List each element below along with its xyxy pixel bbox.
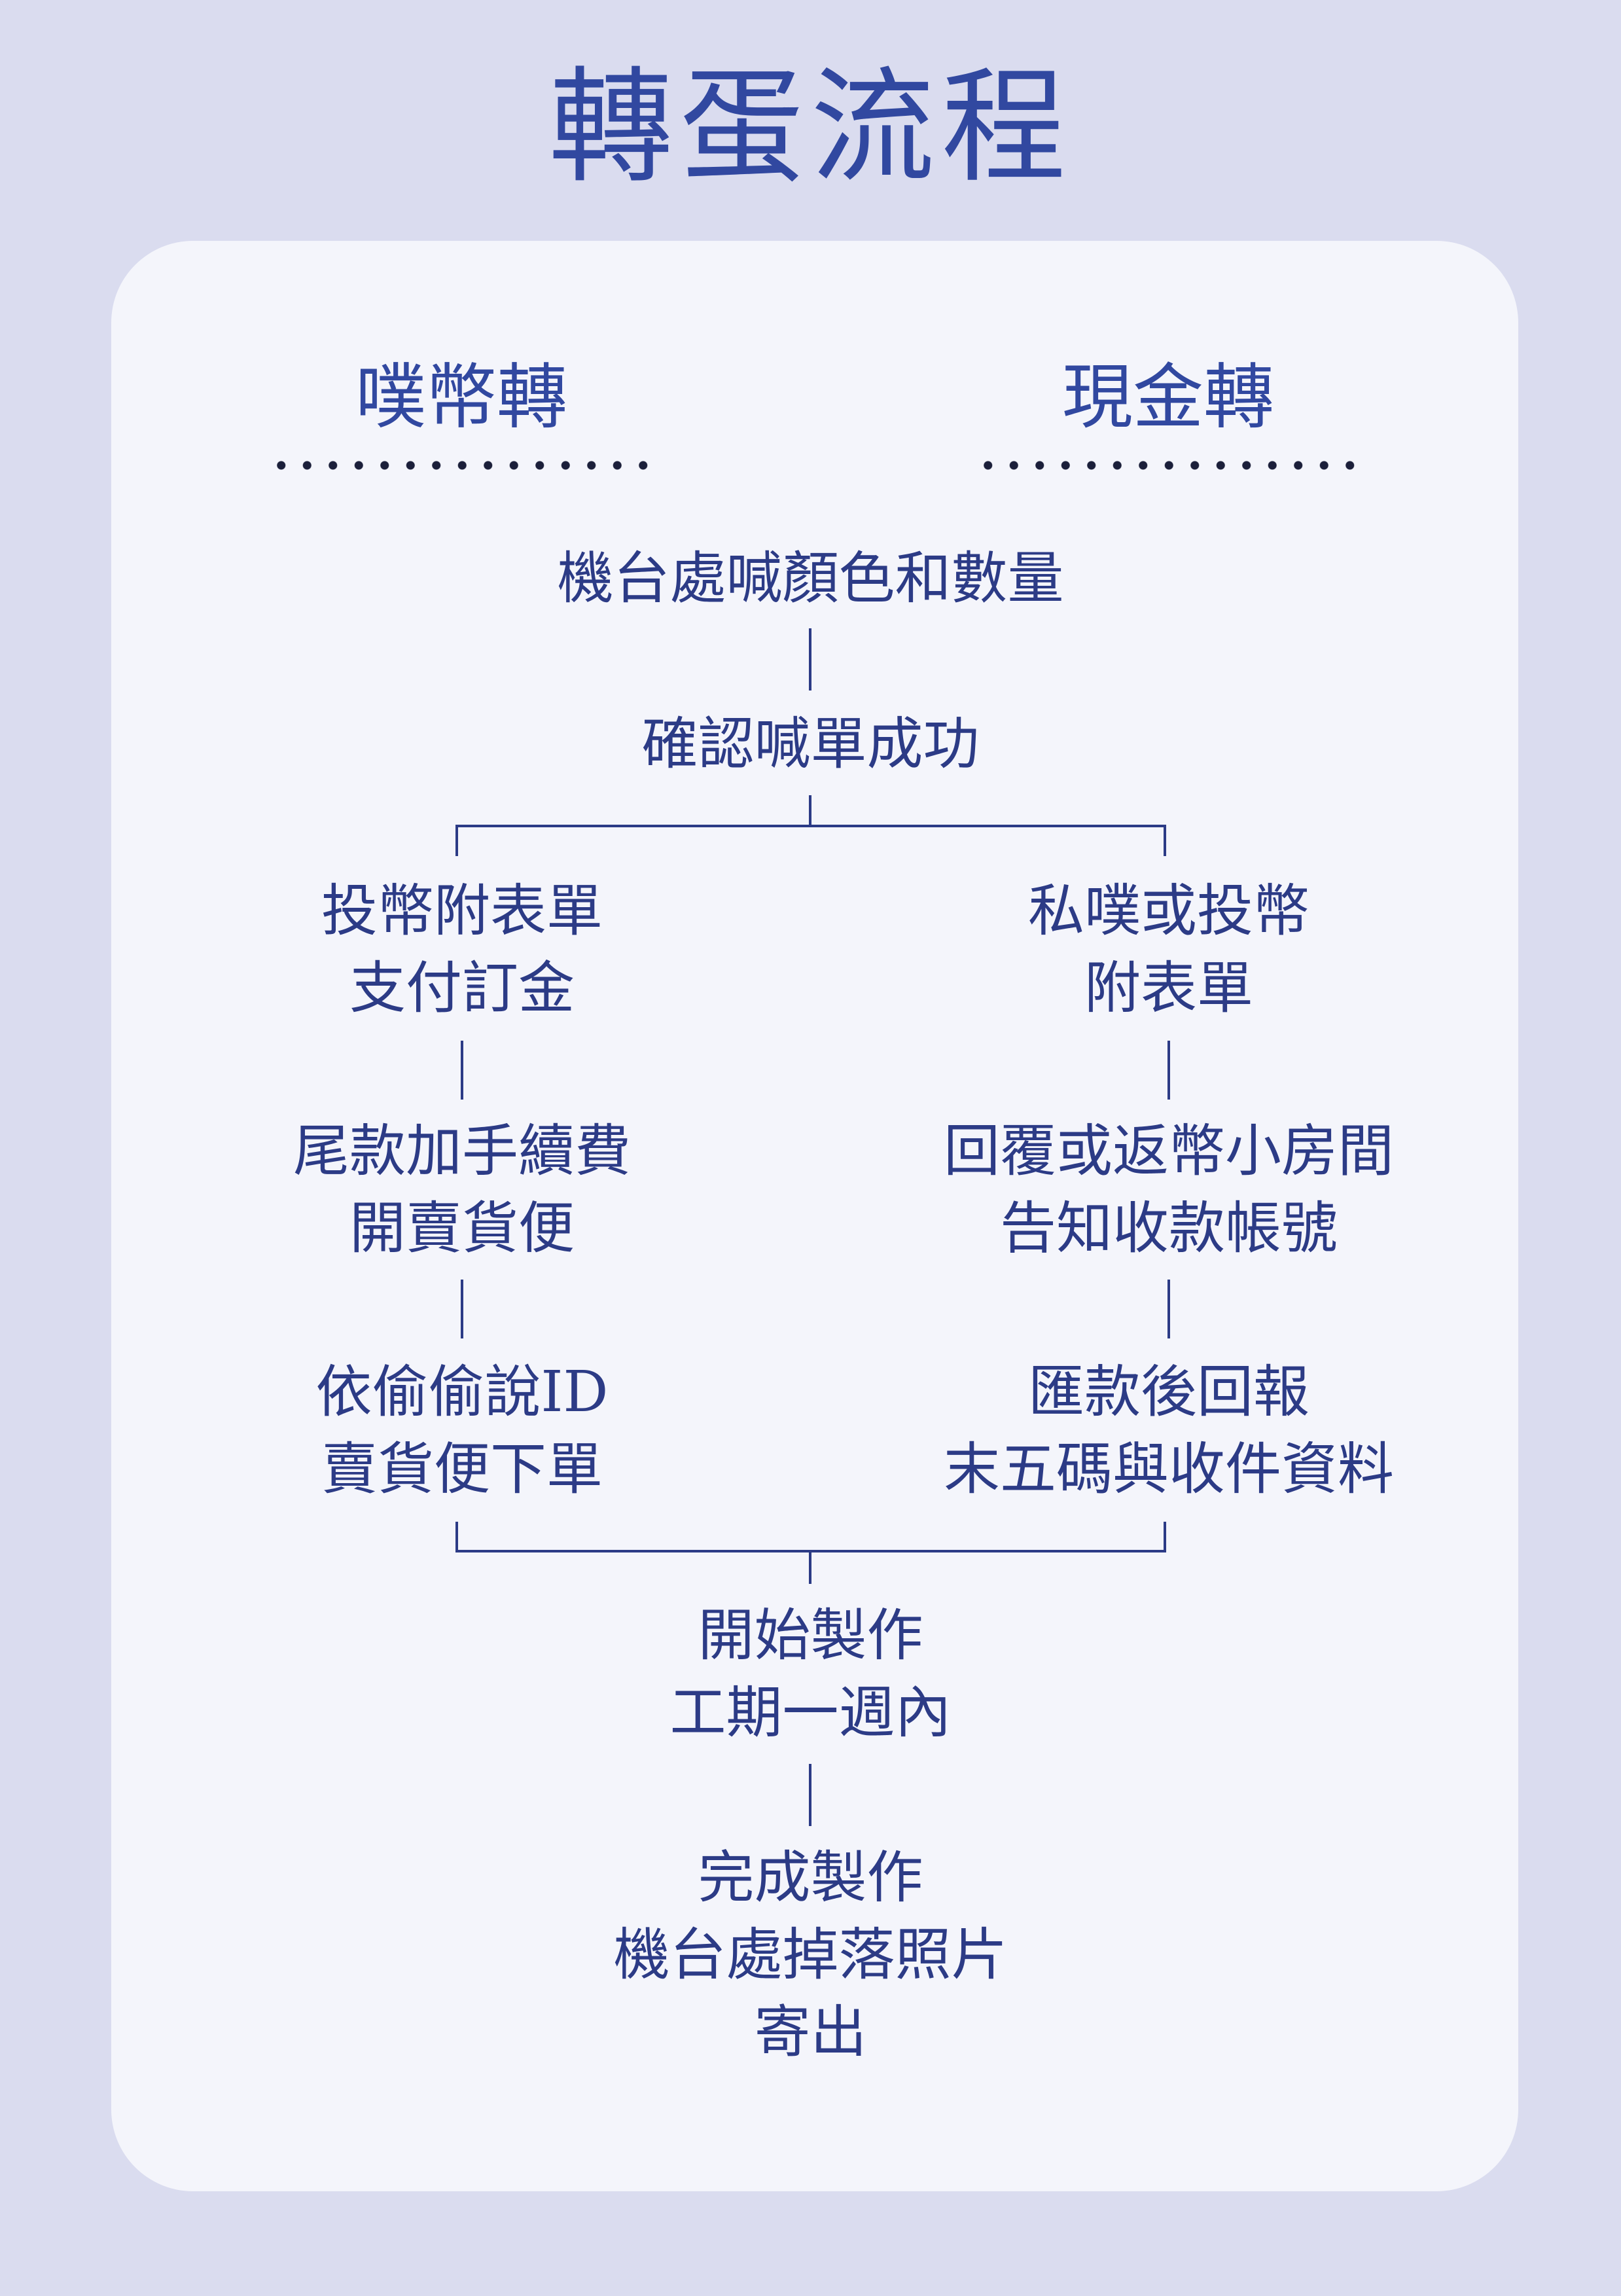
left-column-heading: 噗幣轉 — [355, 357, 567, 439]
right-step-3-line-1: 匯款後回報 — [1028, 1359, 1309, 1425]
left-step-1-line-2: 支付訂金 — [349, 956, 575, 1021]
right-dotted-divider — [975, 458, 1355, 473]
step-call-color-quantity-text: 機台處喊顏色和數量 — [557, 546, 1064, 611]
step-finish-ship-line-3: 寄出 — [754, 2000, 867, 2065]
right-step-2-line-2: 告知收款帳號 — [1000, 1196, 1338, 1261]
right-step-3: 匯款後回報 末五碼與收件資料 — [874, 1354, 1463, 1508]
right-step-1: 私噗或投幣 附表單 — [874, 872, 1463, 1027]
split-connector — [455, 795, 1166, 856]
step-confirm-order: 確認喊單成功 — [0, 706, 1621, 783]
step-finish-ship-line-2: 機台處掉落照片 — [613, 1922, 1008, 1988]
left-dotted-divider — [268, 458, 648, 473]
left-step-2: 尾款加手續費 開賣貨便 — [168, 1113, 757, 1267]
flowchart-card — [111, 241, 1518, 2191]
step-finish-ship: 完成製作 機台處掉落照片 寄出 — [0, 1839, 1621, 2071]
step-finish-ship-line-1: 完成製作 — [698, 1845, 923, 1910]
left-step-1: 投幣附表單 支付訂金 — [168, 872, 757, 1027]
right-step-2-line-1: 回覆或返幣小房間 — [944, 1119, 1394, 1184]
left-step-2-line-1: 尾款加手續費 — [293, 1119, 631, 1184]
merge-connector — [455, 1522, 1166, 1584]
right-step-3-line-2: 末五碼與收件資料 — [944, 1437, 1394, 1502]
page-title: 轉蛋流程 — [548, 55, 1073, 200]
step-call-color-quantity: 機台處喊顏色和數量 — [0, 540, 1621, 617]
right-step-1-line-1: 私噗或投幣 — [1028, 878, 1309, 944]
left-step-1-line-1: 投幣附表單 — [321, 878, 603, 944]
left-step-3-line-2: 賣貨便下單 — [321, 1437, 603, 1502]
left-step-3: 依偷偷說ID 賣貨便下單 — [168, 1354, 757, 1508]
step-start-production: 開始製作 工期一週內 — [0, 1597, 1621, 1751]
right-column-heading: 現金轉 — [1061, 357, 1274, 439]
right-step-2: 回覆或返幣小房間 告知收款帳號 — [874, 1113, 1463, 1267]
step-start-production-line-1: 開始製作 — [698, 1603, 923, 1668]
right-step-1-line-2: 附表單 — [1084, 956, 1253, 1021]
step-confirm-order-text: 確認喊單成功 — [641, 711, 980, 777]
step-start-production-line-2: 工期一週內 — [669, 1680, 952, 1746]
left-step-3-line-1: 依偷偷說ID — [315, 1359, 609, 1425]
left-step-2-line-2: 開賣貨便 — [349, 1196, 575, 1261]
